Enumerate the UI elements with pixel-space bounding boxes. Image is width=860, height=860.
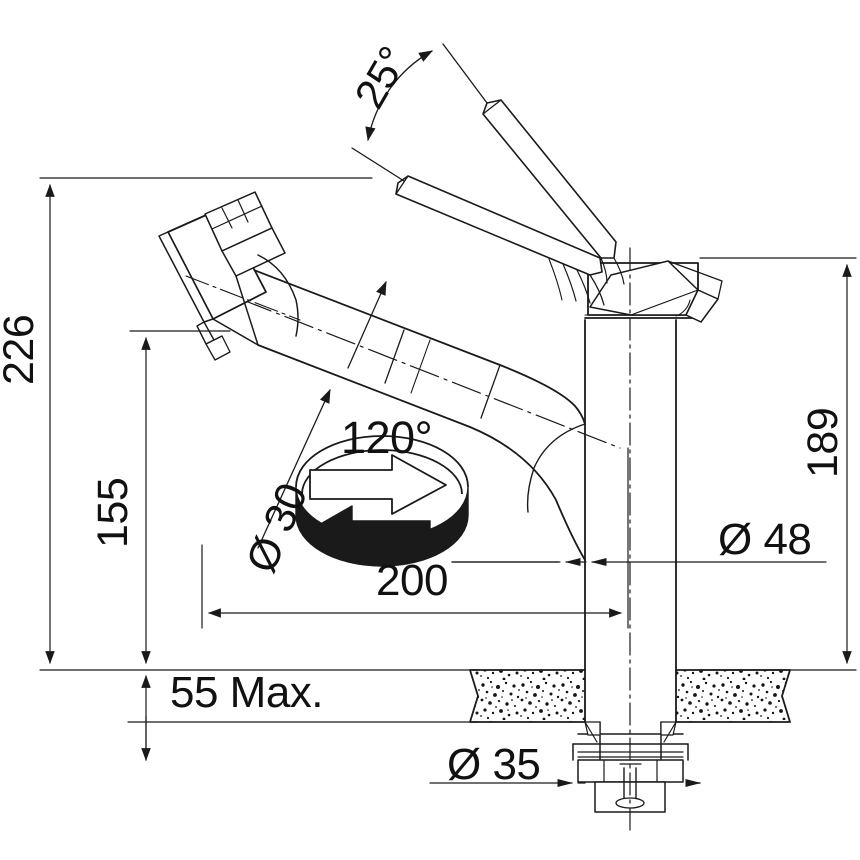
- dim-label-55-max: 55 Max.: [170, 668, 324, 717]
- dim-200: [201, 447, 629, 629]
- dim-label-200: 200: [376, 556, 448, 605]
- dim-angle-25: [351, 43, 488, 182]
- spray-head: [158, 191, 301, 361]
- cartridge-housing: [584, 260, 723, 323]
- dim-label-155: 155: [89, 477, 137, 548]
- dim-label-diameter-48: Ø 48: [718, 515, 812, 564]
- rotation-arrow-icon: [295, 435, 469, 567]
- dim-diameter-30: [257, 280, 387, 549]
- spout: [227, 259, 621, 561]
- dim-55max: [127, 674, 479, 762]
- dim-label-226: 226: [0, 314, 43, 385]
- handle-lever-raised: [482, 99, 625, 285]
- dim-label-189: 189: [799, 407, 847, 478]
- dim-label-diameter-35: Ø 35: [447, 740, 541, 789]
- dim-155: [129, 330, 231, 665]
- handle-lever-lowered: [395, 175, 605, 306]
- dim-189: [699, 257, 857, 671]
- countertop: [469, 669, 791, 723]
- dim-label-angle-120: 120°: [341, 412, 433, 463]
- dim-226: [39, 177, 373, 665]
